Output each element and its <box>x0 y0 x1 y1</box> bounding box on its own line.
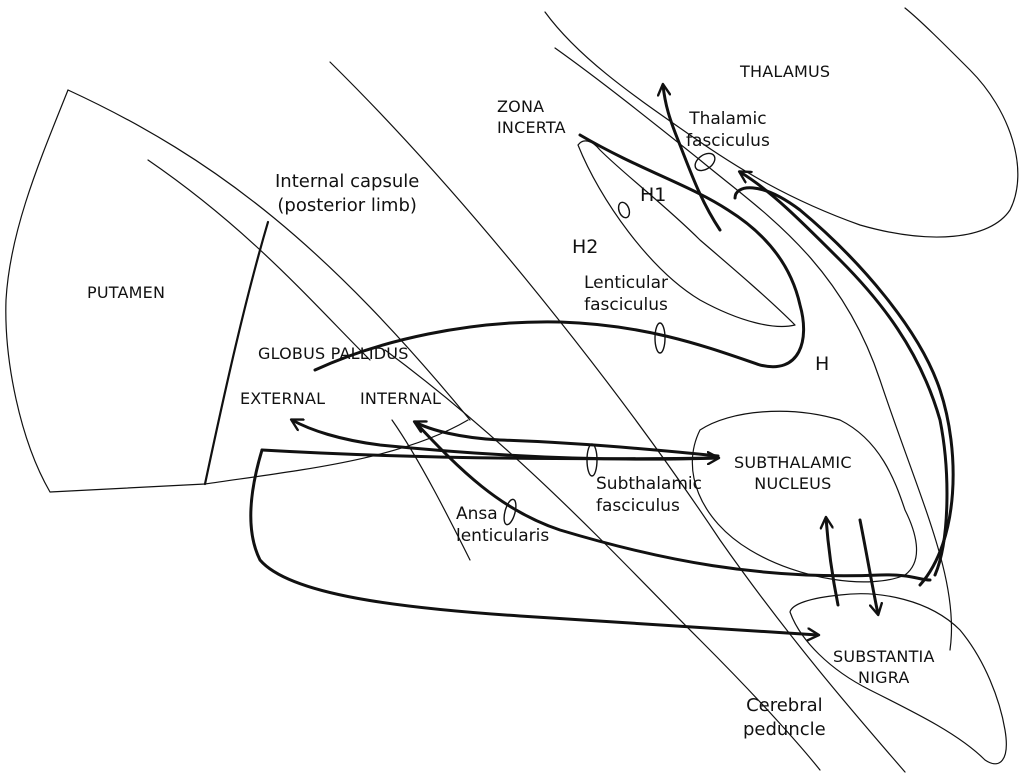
subthalamic-nucleus-outline <box>691 410 918 583</box>
thalamic-fasciculus-loop <box>733 186 955 587</box>
cerebral-peduncle-label: Cerebral peduncle <box>743 695 826 740</box>
nigra-to-subthalamic-arrow <box>826 518 840 607</box>
zona-incerta-outline <box>577 140 796 328</box>
putamen-outline <box>5 89 206 493</box>
substantia-nigra-outline <box>789 593 1007 765</box>
lenticular-fasciculus-label: Lenticular fasciculus <box>584 273 669 316</box>
h1-label: H1 <box>640 184 667 206</box>
internal-label: INTERNAL <box>360 389 442 408</box>
subthalamic-nucleus-label: SUBTHALAMIC NUCLEUS <box>734 453 852 494</box>
zona-incerta-label: ZONA INCERTA <box>497 97 566 138</box>
thalamus-outline <box>544 7 1019 238</box>
thalamus-label: THALAMUS <box>740 62 831 81</box>
thalamus-medial-border <box>554 47 953 651</box>
pallidonigral-path <box>249 448 818 635</box>
ansa-lenticularis-ring <box>503 498 517 526</box>
h2-label: H2 <box>572 236 599 258</box>
subthalamic-fasciculus-ring <box>586 443 598 477</box>
h1-ring <box>617 201 631 219</box>
ansa-lenticularis-path <box>413 420 932 582</box>
globus-pallidus-lower-border <box>204 419 469 485</box>
subthalamic-fasciculus-to-internal <box>415 422 720 458</box>
nigrothalamic-path <box>740 172 949 577</box>
subthalamic-fasciculus-from-pallidus <box>260 448 718 459</box>
ansa-lenticularis-label: Ansa lenticularis <box>456 504 550 547</box>
external-label: EXTERNAL <box>240 389 326 408</box>
internal-capsule-band-1 <box>329 61 906 773</box>
internal-capsule-lateral-border <box>147 159 371 361</box>
substantia-nigra-label: SUBSTANTIA NIGRA <box>833 647 935 688</box>
subthalamic-fasciculus-label: Subthalamic fasciculus <box>596 474 702 517</box>
pallidal-lamina <box>391 419 471 561</box>
thalamic-fasciculus-path <box>663 85 722 232</box>
h-label: H <box>815 353 830 375</box>
thalamic-fasciculus-ring <box>694 152 716 172</box>
globus-pallidus-label: GLOBUS PALLIDUS <box>258 344 409 363</box>
subthalamic-to-nigra-arrow <box>858 518 878 614</box>
putamen-pallidus-border <box>203 220 270 486</box>
lenticular-fasciculus-ring <box>654 322 666 354</box>
lenticular-fasciculus-path <box>313 133 806 372</box>
internal-capsule-medial-border <box>67 89 471 421</box>
internal-capsule-band-2 <box>384 349 821 771</box>
internal-capsule-label: Internal capsule (posterior limb) <box>275 171 420 216</box>
putamen-label: PUTAMEN <box>87 283 166 302</box>
thalamic-fasciculus-label: Thalamic fasciculus <box>686 109 770 152</box>
